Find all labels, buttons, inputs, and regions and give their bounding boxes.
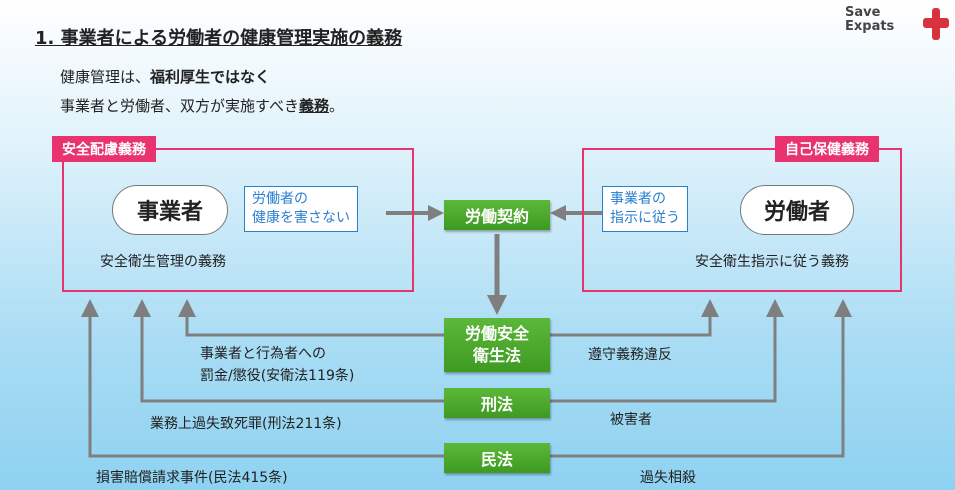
civil-law-employer: 損害賠償請求事件(民法415条) bbox=[96, 470, 288, 486]
intro-line-1: 健康管理は、福利厚生ではなく bbox=[60, 68, 271, 86]
law-criminal: 刑法 bbox=[444, 388, 550, 418]
criminal-law-employer: 業務上過失致死罪(刑法211条) bbox=[150, 416, 342, 432]
worker-duty: 安全衛生指示に従う義務 bbox=[695, 254, 849, 270]
employer-duty: 安全衛生管理の義務 bbox=[100, 254, 226, 270]
law-civil: 民法 bbox=[444, 443, 550, 473]
labor-contract-box: 労働契約 bbox=[444, 200, 550, 230]
right-duty-box bbox=[582, 148, 902, 292]
left-duty-tag: 安全配慮義務 bbox=[52, 136, 156, 162]
right-duty-tag: 自己保健義務 bbox=[775, 136, 879, 162]
employer-note: 労働者の健康を害さない bbox=[244, 186, 358, 232]
intro-line-2: 事業者と労働者、双方が実施すべき義務。 bbox=[60, 97, 344, 115]
logo-mark-icon bbox=[923, 8, 949, 40]
criminal-law-worker: 被害者 bbox=[610, 412, 652, 428]
page-title: 1. 事業者による労働者の健康管理実施の義務 bbox=[35, 28, 403, 49]
safety-law-employer-penalty: 事業者と行為者への罰金/懲役(安衛法119条) bbox=[200, 346, 355, 384]
law-industrial-safety: 労働安全衛生法 bbox=[444, 318, 550, 372]
worker-pill: 労働者 bbox=[740, 185, 854, 235]
worker-note: 事業者の指示に従う bbox=[602, 186, 688, 232]
left-duty-box bbox=[62, 148, 414, 292]
safety-law-worker: 遵守義務違反 bbox=[588, 347, 672, 363]
civil-law-worker: 過失相殺 bbox=[640, 470, 696, 486]
employer-pill: 事業者 bbox=[112, 185, 228, 235]
